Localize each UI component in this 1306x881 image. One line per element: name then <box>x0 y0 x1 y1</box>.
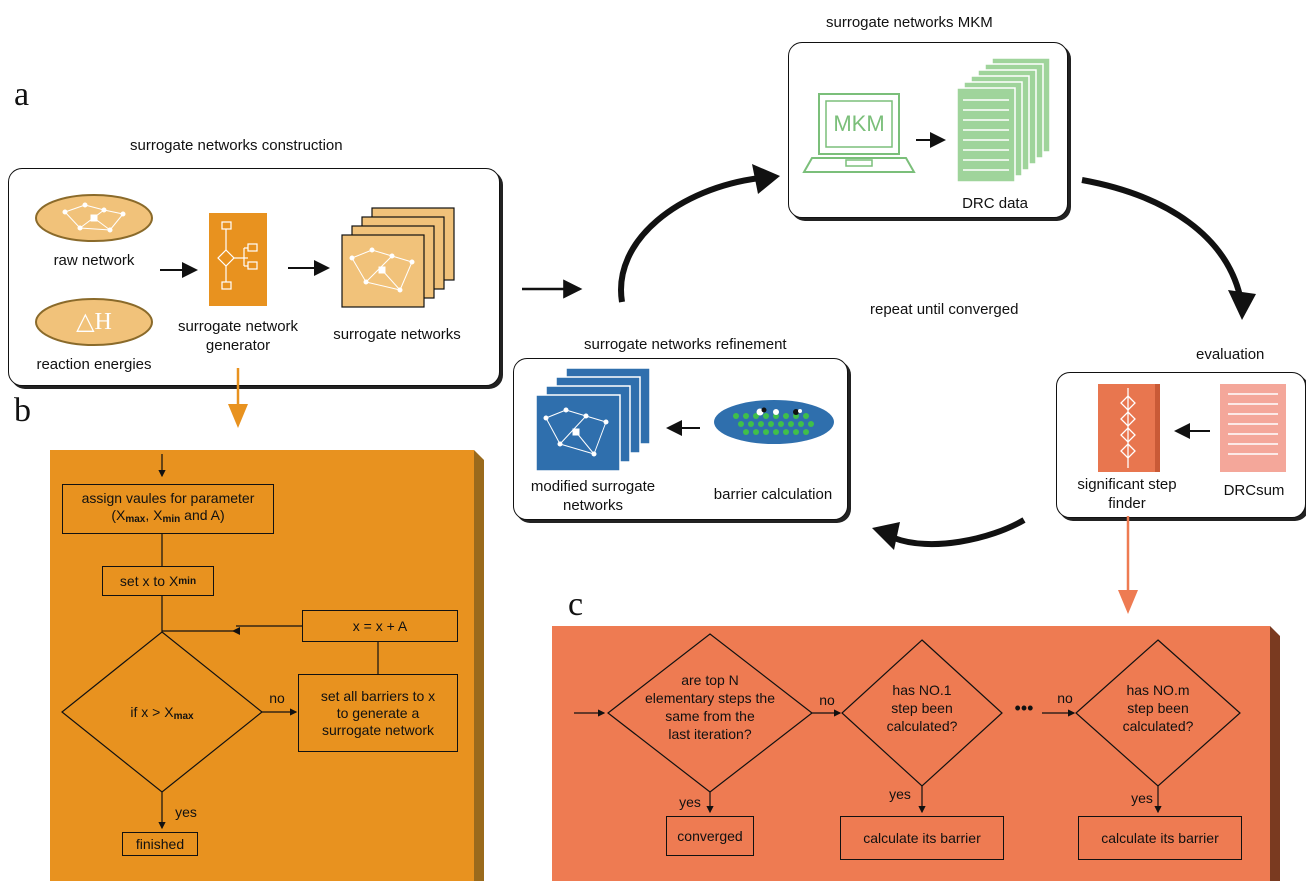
set-barriers-line1: set all barriers to x <box>320 687 436 704</box>
modified-networks-label-line1: modified surrogate <box>530 478 656 495</box>
surrogate-networks-label: surrogate networks <box>333 326 461 343</box>
generator-label-line1: surrogate network <box>177 318 299 335</box>
refinement-title: surrogate networks refinement <box>584 336 787 353</box>
evaluation-title: evaluation <box>1196 346 1265 363</box>
q3-line2: step been <box>1127 700 1189 716</box>
c-no-label-1: no <box>819 692 835 708</box>
branch-no-label: no <box>269 690 285 706</box>
branch-yes-label: yes <box>175 804 197 820</box>
q3-line3: calculated? <box>1122 718 1194 734</box>
raw-network-label: raw network <box>53 252 135 269</box>
delta-h-symbol: △H <box>76 309 112 335</box>
repeat-until-converged: repeat until converged <box>870 301 1019 318</box>
reaction-energies-label: reaction energies <box>36 356 152 373</box>
panel-letter-c: c <box>568 586 584 623</box>
step-finder-label-line1: significant step <box>1077 476 1177 493</box>
panel-letter-a: a <box>14 76 30 113</box>
q2-line3: calculated? <box>886 718 958 734</box>
step-finder-label-line2: finder <box>1108 495 1146 512</box>
drcsum-label: DRCsum <box>1223 482 1285 499</box>
calculate-barrier-box-2: calculate its barrier <box>1078 816 1242 860</box>
converged-box: converged <box>666 816 754 856</box>
modified-networks-label-line2: networks <box>562 497 624 514</box>
barrier-calculation-label: barrier calculation <box>713 486 833 503</box>
c-yes-label-2: yes <box>889 786 911 802</box>
panel-letter-b: b <box>14 392 31 429</box>
calculate-barrier-box-1: calculate its barrier <box>840 816 1004 860</box>
increment-box: x = x + A <box>302 610 458 642</box>
set-barriers-box: set all barriers to x to generate a surr… <box>298 674 458 752</box>
q2-line1: has NO.1 <box>892 682 952 698</box>
set-barriers-line2: to generate a <box>336 704 420 721</box>
q1-line1: are top N <box>681 672 739 688</box>
q1-line3: same from the <box>665 708 755 724</box>
q1-line2: elementary steps the <box>645 690 775 706</box>
q1-line4: last iteration? <box>668 726 752 742</box>
assign-line1: assign vaules for parameter <box>81 490 255 506</box>
generator-label-line2: generator <box>205 337 271 354</box>
condition-text: if x > Xmax <box>130 704 194 722</box>
finished-box: finished <box>122 832 198 856</box>
set-barriers-line3: surrogate network <box>321 721 435 738</box>
construction-title: surrogate networks construction <box>130 137 343 154</box>
assign-line2: (Xmax, Xmin and A) <box>111 507 225 525</box>
c-yes-label-3: yes <box>1131 790 1153 806</box>
c-no-label-2: no <box>1057 690 1073 706</box>
assign-parameters-box: assign vaules for parameter (Xmax, Xmin … <box>62 484 274 534</box>
laptop-screen-text: MKM <box>833 111 885 136</box>
q3-line1: has NO.m <box>1126 682 1190 698</box>
c-yes-label-1: yes <box>679 794 701 810</box>
drc-data-label: DRC data <box>962 195 1028 212</box>
q2-line2: step been <box>891 700 953 716</box>
mkm-title: surrogate networks MKM <box>826 14 993 31</box>
ellipsis-dots: ••• <box>1014 698 1034 718</box>
